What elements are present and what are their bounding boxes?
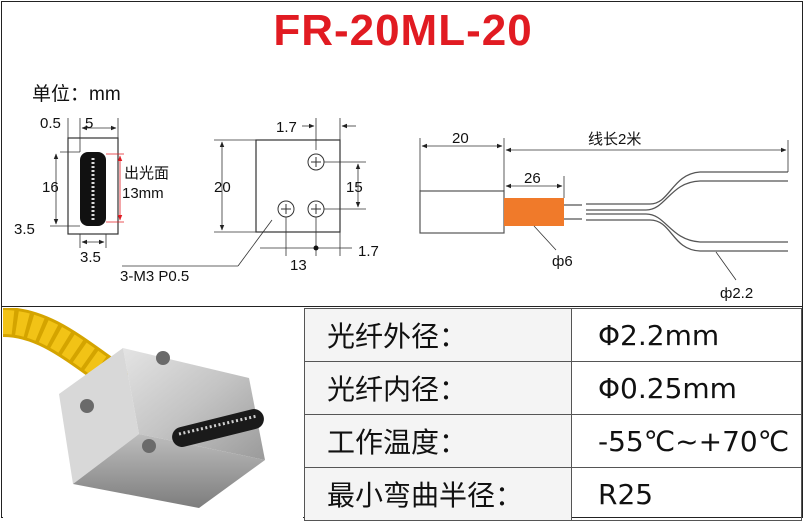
front-dim-right: 15: [346, 179, 363, 196]
spec-table: 光纤外径： Φ2.2mm 光纤内径： Φ0.25mm 工作温度： -55℃~+7…: [304, 308, 802, 521]
side-dim-cable-length: 线长2米: [588, 131, 641, 148]
spec-key: 工作温度：: [304, 414, 572, 468]
screw-hole: [307, 200, 325, 218]
sensor-front-face: [73, 434, 265, 508]
table-row: 光纤外径： Φ2.2mm: [304, 308, 802, 362]
front-dim-top: 1.7: [276, 119, 297, 136]
side-dia-fiber: ф2.2: [720, 285, 753, 302]
emission-window: [80, 152, 106, 226]
yellow-fiber-ribs: [3, 310, 120, 386]
technical-drawing: 单位：mm 0.5 5 16 出光面 13mm 3.5 3.5: [14, 83, 789, 302]
dim-top-width: 5: [85, 115, 93, 132]
front-view-outline: [255, 139, 341, 233]
spec-key: 光纤内径：: [304, 361, 572, 415]
end-view: 0.5 5 16 出光面 13mm 3.5 3.5: [14, 115, 169, 266]
screw-hole-icon: [80, 399, 94, 413]
side-dia-sheath: ф6: [552, 253, 573, 270]
side-dim-block: 20: [452, 130, 469, 147]
screw-hole-icon: [142, 439, 156, 453]
unit-label: 单位：mm: [32, 83, 121, 105]
dim-top-small: 0.5: [40, 115, 61, 132]
section-divider: [2, 306, 802, 307]
table-row: 工作温度： -55℃~+70℃: [304, 414, 802, 468]
spec-value: -55℃~+70℃: [571, 414, 802, 468]
spec-value: Φ2.2mm: [571, 308, 802, 362]
table-row: 光纤内径： Φ0.25mm: [304, 361, 802, 415]
dim-height: 16: [42, 179, 59, 196]
spec-key: 最小弯曲半径：: [304, 467, 572, 521]
table-row: 最小弯曲半径： R25: [304, 467, 802, 521]
spec-value: Φ0.25mm: [571, 361, 802, 415]
sensor-left-face: [59, 348, 139, 484]
spec-key: 光纤外径：: [304, 308, 572, 362]
sensor-block: [419, 190, 505, 234]
front-dim-bottom-right: 1.7: [358, 243, 379, 260]
dim-bottom: 3.5: [80, 249, 101, 266]
emit-length: 13mm: [122, 185, 164, 202]
side-view: 20 线长2米 26 ф6 ф2.2: [419, 130, 789, 302]
fiber-upper: [586, 171, 788, 211]
emit-label: 出光面: [124, 165, 169, 182]
thread-spec: 3-M3 P0.5: [120, 268, 189, 285]
product-photo: [3, 308, 303, 518]
side-dim-sheath: 26: [524, 170, 541, 187]
front-dim-height: 20: [214, 179, 231, 196]
orange-sheath: [504, 198, 564, 226]
front-view: 1.7 20 15 13 1.7 3-M3 P0.5: [120, 118, 379, 285]
dim-bottom-left: 3.5: [14, 221, 35, 238]
front-dim-bottom: 13: [290, 257, 307, 274]
spec-value: R25: [571, 467, 802, 521]
screw-hole: [277, 200, 295, 218]
model-title: FR-20ML-20: [273, 6, 533, 55]
screw-hole: [307, 153, 325, 171]
fiber-lower: [586, 213, 788, 252]
screw-hole-icon: [156, 351, 170, 365]
